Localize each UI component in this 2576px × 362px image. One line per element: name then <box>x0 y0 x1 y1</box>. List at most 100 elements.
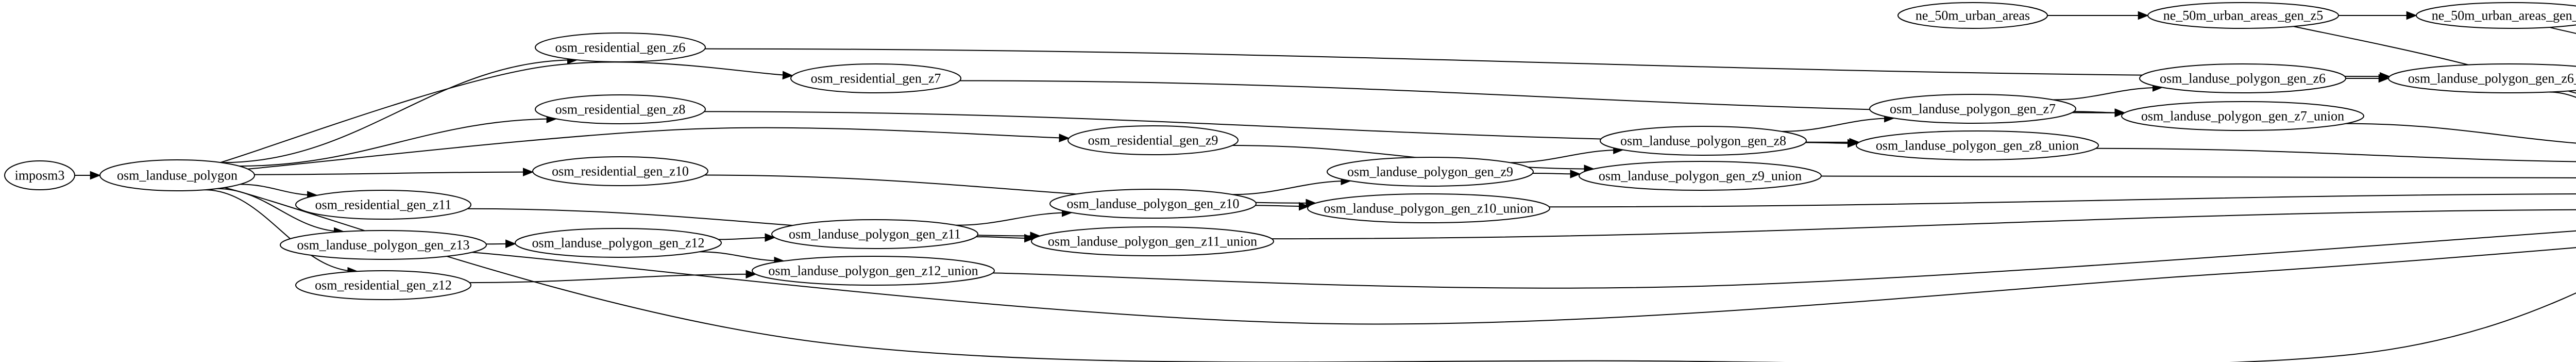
node-label: imposm3 <box>15 168 65 183</box>
node-label: osm_landuse_polygon_gen_z12 <box>532 236 704 251</box>
edge-osm-landuse-polygon-to-layer-landuse-z14 <box>224 187 2576 362</box>
edge-ne-50m-urban-areas-gen-z5-to-layer-landuse-z5 <box>2293 26 2576 94</box>
edge-osm-landuse-polygon-gen-z12-to-osm-landuse-polygon-gen-z11 <box>718 233 776 242</box>
edge-ne-50m-urban-areas-gen-z4-to-layer-landuse-z4 <box>2549 26 2576 34</box>
node-label: osm_landuse_polygon_gen_z10_union <box>1324 201 1533 216</box>
node-osm-landuse-polygon-gen-z8-union: osm_landuse_polygon_gen_z8_union <box>1856 130 2099 160</box>
node-ne-50m-urban-areas-gen-z5: ne_50m_urban_areas_gen_z5 <box>2147 2 2339 29</box>
node-ellipse <box>1307 193 1550 223</box>
edge-osm-landuse-polygon-gen-z10-union-to-layer-landuse-z10 <box>1549 193 2576 208</box>
node-osm-landuse-polygon-gen-z6: osm_landuse_polygon_gen_z6 <box>2139 63 2346 93</box>
node-label: osm_landuse_polygon_gen_z7_union <box>2141 109 2344 124</box>
node-osm-landuse-polygon-gen-z10: osm_landuse_polygon_gen_z10 <box>1049 189 1257 219</box>
edge-osm-landuse-polygon-gen-z12-union-to-layer-landuse-z12 <box>993 230 2576 289</box>
node-ne-50m-urban-areas-gen-z4: ne_50m_urban_areas_gen_z4 <box>2416 2 2576 29</box>
node-ellipse <box>752 256 995 286</box>
node-osm-landuse-polygon-gen-z7: osm_landuse_polygon_gen_z7 <box>1869 94 2076 124</box>
node-ellipse <box>1327 157 1534 187</box>
node-ellipse <box>2147 2 2339 29</box>
nodes-layer: imposm3 osm_landuse_polygon osm_residentia… <box>4 2 2576 300</box>
node-label: osm_landuse_polygon_gen_z7 <box>1890 102 2056 117</box>
node-ellipse <box>2121 101 2364 131</box>
node-label: osm_landuse_polygon_gen_z9_union <box>1599 169 1802 184</box>
node-label: osm_landuse_polygon_gen_z11_union <box>1048 234 1257 249</box>
edge-osm-landuse-polygon-gen-z8-to-osm-landuse-polygon-gen-z7 <box>1782 113 1895 132</box>
node-ellipse <box>1067 125 1239 155</box>
node-label: osm_landuse_polygon_gen_z6 <box>2160 71 2326 86</box>
edge-osm-landuse-polygon-gen-z6-union-to-layer-landuse-z6 <box>2548 91 2576 98</box>
node-osm-landuse-polygon-gen-z12: osm_landuse_polygon_gen_z12 <box>515 228 722 258</box>
node-osm-landuse-polygon-gen-z10-union: osm_landuse_polygon_gen_z10_union <box>1307 193 1550 223</box>
node-osm-residential-gen-z12: osm_residential_gen_z12 <box>295 270 471 300</box>
edge-osm-landuse-polygon-gen-z8-union-to-layer-landuse-z8 <box>2096 147 2576 162</box>
node-osm-residential-gen-z9: osm_residential_gen_z9 <box>1067 125 1239 155</box>
node-osm-residential-gen-z7: osm_residential_gen_z7 <box>790 63 961 93</box>
node-ellipse <box>280 230 487 260</box>
node-label: osm_residential_gen_z10 <box>552 164 689 179</box>
node-osm-landuse-polygon-gen-z7-union: osm_landuse_polygon_gen_z7_union <box>2121 101 2364 131</box>
node-osm-residential-gen-z11: osm_residential_gen_z11 <box>295 190 471 220</box>
node-osm-residential-gen-z8: osm_residential_gen_z8 <box>535 94 706 124</box>
edge-osm-residential-gen-z12-to-osm-landuse-polygon-gen-z12-union <box>469 270 757 284</box>
node-osm-landuse-polygon-gen-z11: osm_landuse_polygon_gen_z11 <box>771 219 978 249</box>
node-osm-residential-gen-z6: osm_residential_gen_z6 <box>535 32 706 62</box>
edge-osm-landuse-polygon-gen-z10-to-osm-landuse-polygon-gen-z9 <box>1232 176 1352 195</box>
node-osm-landuse-polygon-gen-z9: osm_landuse_polygon_gen_z9 <box>1327 157 1534 187</box>
edge-osm-landuse-polygon-gen-z9-union-to-layer-landuse-z9 <box>1821 175 2576 179</box>
edge-osm-landuse-polygon-gen-z10-to-osm-landuse-polygon-gen-z10-union <box>1255 202 1310 211</box>
edge-osm-landuse-polygon-gen-z9-to-osm-landuse-polygon-gen-z8 <box>1510 145 1624 163</box>
edge-osm-landuse-polygon-to-osm-residential-gen-z10 <box>254 168 534 176</box>
node-label: osm_landuse_polygon_gen_z6_union <box>2408 71 2576 86</box>
node-label: osm_landuse_polygon_gen_z10 <box>1066 196 1239 211</box>
node-label: osm_landuse_polygon <box>117 168 238 183</box>
node-ellipse <box>295 190 471 220</box>
node-label: osm_landuse_polygon_gen_z9 <box>1347 164 1513 179</box>
node-label: osm_residential_gen_z12 <box>315 278 452 293</box>
node-osm-landuse-polygon-gen-z9-union: osm_landuse_polygon_gen_z9_union <box>1579 161 1822 191</box>
node-ellipse <box>515 228 722 258</box>
node-label: ne_50m_urban_areas <box>1916 8 2030 23</box>
node-ellipse <box>1031 226 1274 256</box>
edge-osm-landuse-polygon-to-osm-residential-gen-z11 <box>240 184 318 200</box>
edge-osm-landuse-polygon-to-osm-residential-gen-z8 <box>239 114 557 167</box>
node-ne-50m-urban-areas: ne_50m_urban_areas <box>1897 2 2048 29</box>
node-ellipse <box>1579 161 1822 191</box>
node-label: osm_landuse_polygon_gen_z11 <box>789 227 961 242</box>
node-label: osm_residential_gen_z9 <box>1088 133 1218 148</box>
node-label: osm_residential_gen_z6 <box>555 40 686 55</box>
node-label: osm_residential_gen_z11 <box>315 198 452 212</box>
edge-osm-landuse-polygon-to-osm-residential-gen-z9 <box>247 127 1070 170</box>
node-ellipse <box>1600 126 1807 156</box>
node-imposm3: imposm3 <box>4 160 75 190</box>
node-ellipse <box>532 156 708 186</box>
edge-osm-landuse-polygon-gen-z11-to-osm-landuse-polygon-gen-z10 <box>956 208 1073 226</box>
node-osm-landuse-polygon: osm_landuse_polygon <box>99 159 255 191</box>
node-label: osm_landuse_polygon_gen_z8 <box>1620 134 1786 149</box>
node-label: osm_landuse_polygon_gen_z13 <box>297 238 469 253</box>
node-osm-landuse-polygon-gen-z12-union: osm_landuse_polygon_gen_z12_union <box>752 256 995 286</box>
node-label: osm_residential_gen_z7 <box>811 71 941 86</box>
node-ellipse <box>295 270 471 300</box>
node-label: osm_landuse_polygon_gen_z12_union <box>768 264 978 278</box>
node-osm-landuse-polygon-gen-z6-union: osm_landuse_polygon_gen_z6_union <box>2388 63 2576 93</box>
node-osm-landuse-polygon-gen-z11-union: osm_landuse_polygon_gen_z11_union <box>1031 226 1274 256</box>
edge-osm-landuse-polygon-gen-z9-to-osm-landuse-polygon-gen-z9-union <box>1532 170 1581 178</box>
node-osm-landuse-polygon-gen-z13: osm_landuse_polygon_gen_z13 <box>280 230 487 260</box>
node-label: ne_50m_urban_areas_gen_z4 <box>2432 8 2576 23</box>
edge-osm-landuse-polygon-gen-z7-union-to-layer-landuse-z7 <box>2346 123 2576 144</box>
node-ellipse <box>2139 63 2346 93</box>
node-ellipse <box>1869 94 2076 124</box>
edge-osm-landuse-polygon-to-osm-residential-gen-z6 <box>221 55 578 163</box>
edge-osm-landuse-polygon-to-osm-residential-gen-z12 <box>204 189 359 276</box>
node-osm-landuse-polygon-gen-z8: osm_landuse_polygon_gen_z8 <box>1600 126 1807 156</box>
edge-osm-residential-gen-z6-to-osm-landuse-polygon-gen-z6-union <box>705 48 2391 81</box>
node-ellipse <box>535 32 706 62</box>
node-ellipse <box>2388 63 2576 93</box>
node-osm-residential-gen-z10: osm_residential_gen_z10 <box>532 156 708 186</box>
node-ellipse <box>2416 2 2576 29</box>
node-ellipse <box>790 63 961 93</box>
node-ellipse <box>99 159 255 191</box>
